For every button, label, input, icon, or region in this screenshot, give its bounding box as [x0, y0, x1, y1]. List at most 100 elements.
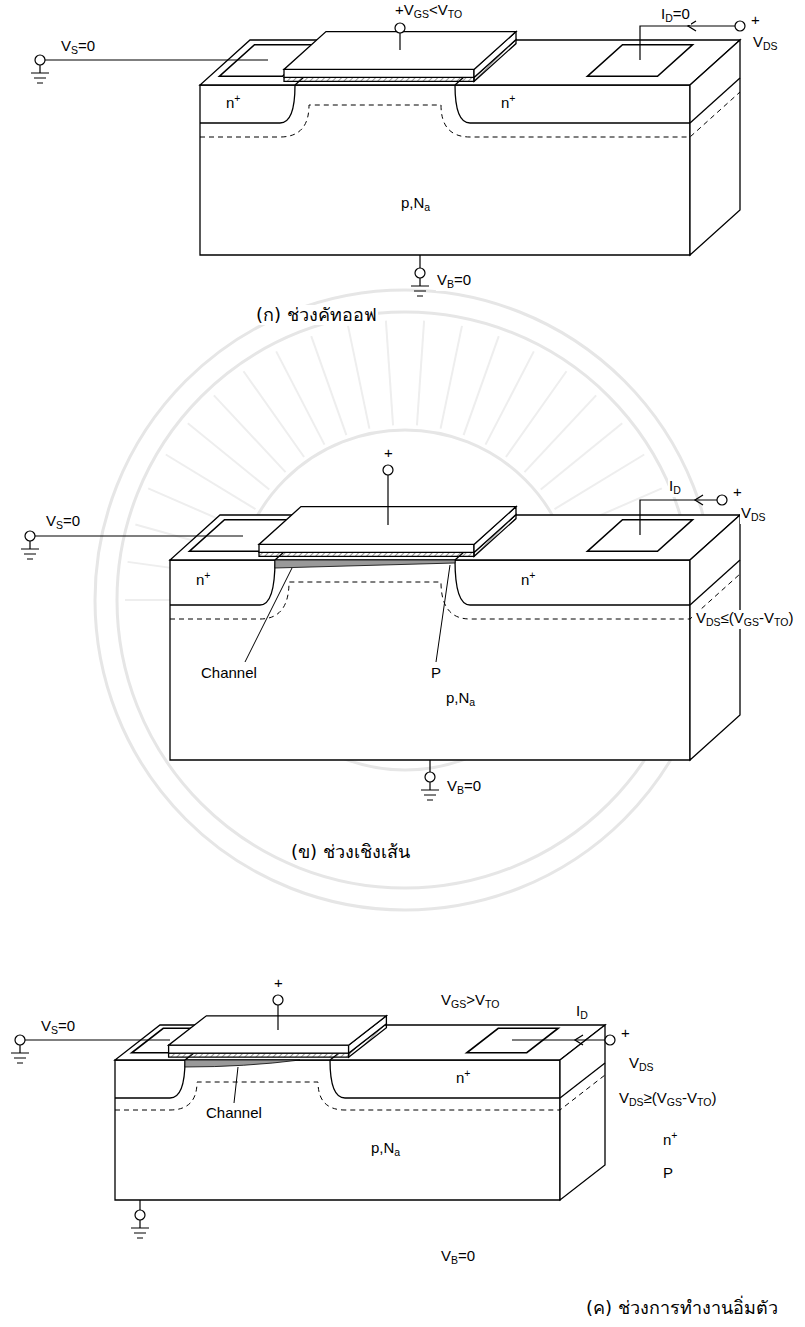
text-part: + — [464, 1067, 470, 1079]
channel-label: Channel — [200, 665, 258, 682]
text-part: S — [51, 1024, 58, 1036]
pinch-label: P — [662, 1165, 674, 1182]
terminal — [383, 465, 393, 475]
side-face — [690, 515, 740, 760]
n-plus-region — [330, 1060, 560, 1098]
text-part: N — [459, 689, 470, 706]
n-plus-region — [455, 560, 690, 605]
text-part: TO — [697, 1096, 711, 1108]
text-part: DS — [751, 511, 766, 523]
gate-electrode — [259, 544, 474, 552]
text-part: n — [456, 1069, 464, 1086]
caption: (ข) ช่วงเชิงเส้น — [290, 842, 411, 862]
terminal — [15, 1035, 25, 1045]
watermark-ray — [441, 326, 462, 429]
wire — [25, 1039, 170, 1040]
text-part: ≤( — [721, 609, 734, 626]
text-part: I — [669, 477, 673, 494]
text-part: Channel — [206, 1104, 262, 1121]
wire — [277, 1005, 278, 1030]
substrate-label: p,Na — [445, 690, 476, 709]
gate-voltage: VGS>VTO — [440, 992, 500, 1011]
text-part: ) — [711, 1089, 716, 1106]
text-part: TO — [774, 616, 788, 628]
text-part: V — [447, 777, 457, 794]
region-label: n+ — [662, 1130, 678, 1148]
region-label: n+ — [520, 570, 536, 588]
ground-symbol — [411, 278, 429, 296]
text-part: TO — [485, 998, 499, 1010]
text-part: N — [384, 1139, 395, 1156]
terminal — [35, 55, 45, 65]
text-part: V — [437, 271, 447, 288]
text-part: =0 — [78, 37, 95, 54]
ground-symbol — [31, 65, 49, 83]
n-plus-region — [115, 1060, 185, 1098]
text-part: - — [759, 609, 764, 626]
wire — [640, 26, 735, 60]
text-part: V — [657, 1089, 667, 1106]
text-part: p, — [401, 194, 414, 211]
watermark-ray — [348, 326, 369, 429]
wire — [139, 1200, 140, 1210]
terminal-label: VB=0 — [446, 778, 482, 797]
text-part: V — [61, 37, 71, 54]
text-part: + — [621, 1024, 630, 1041]
region-label: n+ — [225, 93, 241, 111]
text-part: D — [580, 1009, 588, 1021]
text-part: Channel — [201, 664, 257, 681]
text-part: p, — [446, 689, 459, 706]
text-part: + — [509, 92, 515, 104]
watermark-ray — [524, 395, 596, 472]
gate-electrode — [284, 32, 516, 70]
text-part: n — [196, 571, 204, 588]
depletion-edge — [200, 92, 740, 137]
text-part: n — [226, 94, 234, 111]
text-part: V — [41, 1017, 51, 1034]
ground-symbol — [21, 541, 39, 559]
text-part: V — [696, 609, 706, 626]
text-part: GS — [451, 998, 466, 1010]
text-part: V — [629, 1054, 639, 1071]
current-label: ID — [668, 478, 682, 497]
watermark-ring — [117, 312, 693, 888]
watermark-emblem — [95, 290, 715, 910]
wire — [419, 255, 420, 268]
wire — [512, 1039, 605, 1040]
text-part: n — [663, 1131, 671, 1148]
text-part: ≥( — [644, 1089, 657, 1106]
substrate-label: p,Na — [370, 1140, 401, 1159]
watermark-ray — [506, 371, 567, 457]
text-part: =0 — [63, 512, 80, 529]
mosfet-device — [31, 21, 745, 296]
text-part: p, — [371, 1139, 384, 1156]
watermark-ray — [417, 321, 424, 426]
text-part: V — [619, 1089, 629, 1106]
text-part: V — [438, 1, 448, 18]
gate-voltage: +VGS<VTO — [394, 2, 463, 21]
front-face — [200, 85, 690, 255]
text-part: =0 — [464, 777, 481, 794]
text-part: DS — [629, 1096, 644, 1108]
text-part: P — [431, 664, 441, 681]
condition-label: VDS≥(VGS-VTO) — [618, 1090, 717, 1109]
terminal — [425, 772, 435, 782]
watermark-ray — [276, 351, 324, 444]
watermark-ray — [541, 423, 622, 489]
text-part: GS — [744, 616, 759, 628]
watermark-ray — [486, 351, 534, 444]
terminal — [273, 995, 283, 1005]
watermark-ray — [166, 455, 256, 510]
caption: (ค) ช่วงการทำงานอิ่มตัว — [585, 1298, 779, 1318]
watermark-ray — [386, 321, 393, 426]
channel-label: Channel — [205, 1105, 263, 1122]
text-part: V — [441, 991, 451, 1008]
text-part: ) — [788, 609, 793, 626]
ground-symbol — [11, 1045, 29, 1063]
text-part: (ก) ช่วงคัทออฟ — [256, 304, 377, 325]
leader-line — [234, 1067, 238, 1103]
terminal — [395, 23, 405, 33]
terminal-label: VB=0 — [436, 272, 472, 291]
current-arrow — [575, 1035, 583, 1045]
text-part: V — [764, 609, 774, 626]
